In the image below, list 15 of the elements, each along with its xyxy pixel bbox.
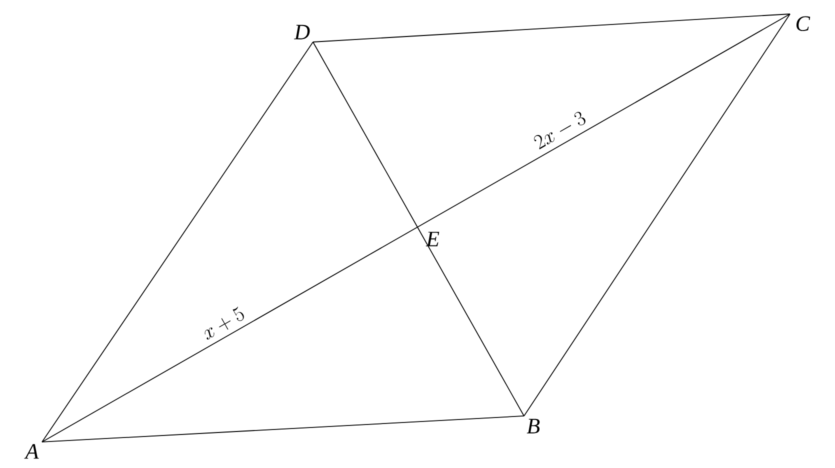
line-segment xyxy=(42,416,524,442)
edge-label: $x + 5$ xyxy=(198,304,248,343)
line-segment xyxy=(42,226,418,442)
vertex-label: A xyxy=(24,444,39,459)
line-segment xyxy=(42,42,314,442)
vertex-label: D xyxy=(294,24,310,40)
edge-label: $2x - 3$ xyxy=(530,109,590,153)
vertex-label: B xyxy=(526,418,540,434)
line-segment xyxy=(312,14,790,42)
vertex-label: E xyxy=(426,232,440,246)
line-segment xyxy=(417,226,524,416)
line-segment xyxy=(417,14,790,228)
line-segment xyxy=(312,42,418,228)
vertex-label: C xyxy=(796,16,810,32)
line-segment xyxy=(524,14,790,416)
